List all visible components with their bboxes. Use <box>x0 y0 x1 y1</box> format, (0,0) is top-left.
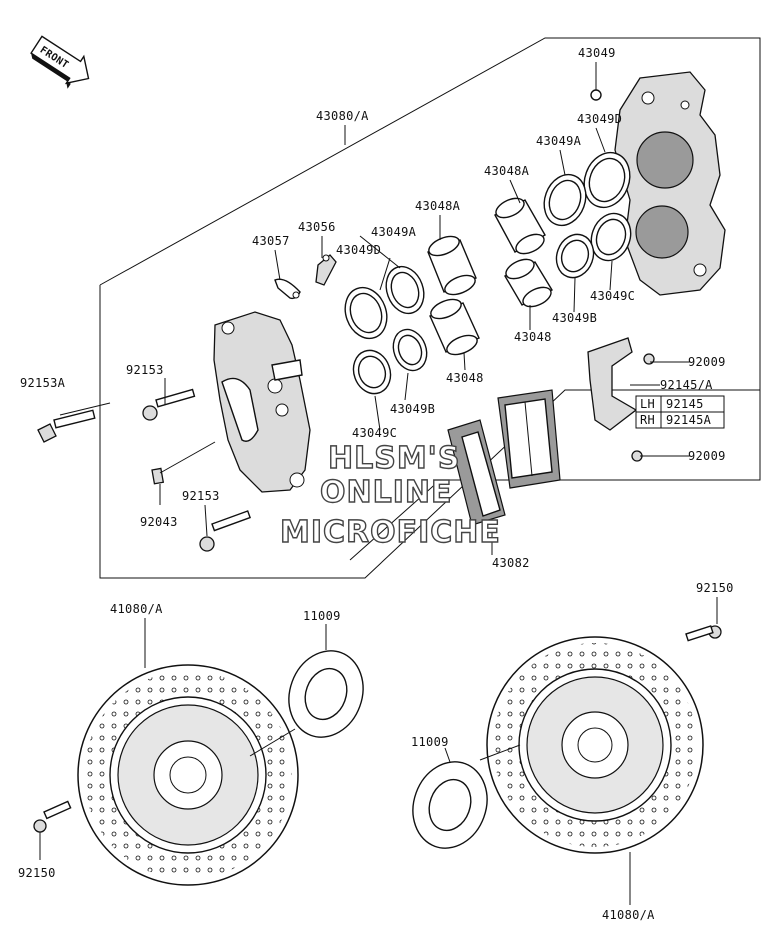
disc-spacer-left <box>288 650 364 738</box>
bolt-92153-lower <box>199 510 251 552</box>
caliper-right-half <box>614 71 726 296</box>
label-43049C-left: 43049C <box>352 426 397 440</box>
pin-92043 <box>151 441 216 485</box>
label-43048-right: 43048 <box>514 330 552 344</box>
label-43048A-left: 43048A <box>415 199 461 213</box>
caliper-left-half <box>213 311 311 493</box>
bleeder-valve <box>274 254 337 300</box>
label-43049-top: 43049 <box>578 46 616 60</box>
seals-right <box>543 89 632 279</box>
front-arrow-icon: FRONT <box>30 35 90 89</box>
label-92153-lower: 92153 <box>182 489 220 503</box>
disc-spacer-right <box>412 761 488 849</box>
label-43057: 43057 <box>252 234 290 248</box>
seals-left <box>344 265 428 395</box>
label-92150-left: 92150 <box>18 866 56 880</box>
brake-pads <box>447 389 561 526</box>
leader-lines <box>39 62 718 905</box>
watermark: HLSM'S ONLINE MICROFICHE <box>279 440 501 550</box>
pistons-left <box>427 235 480 356</box>
label-43049D-right: 43049D <box>577 112 622 126</box>
pistons-right <box>494 197 553 308</box>
label-43049A-right: 43049A <box>536 134 582 148</box>
table-row-rh-part: 92145A <box>666 413 712 427</box>
label-92043: 92043 <box>140 515 178 529</box>
label-43048-left: 43048 <box>446 371 484 385</box>
watermark-line3: MICROFICHE <box>280 515 501 550</box>
table-row-lh-side: LH <box>640 397 655 411</box>
watermark-line2: ONLINE <box>320 475 453 510</box>
bolt-92150-right <box>685 625 722 642</box>
label-11009-right: 11009 <box>411 735 449 749</box>
label-43049B-left: 43049B <box>390 402 435 416</box>
label-43049B-right: 43049B <box>552 311 597 325</box>
brake-disc-left <box>77 664 299 886</box>
label-43080A: 43080/A <box>316 109 369 123</box>
label-92145A: 92145/A <box>660 378 713 392</box>
bolt-92150-left <box>33 800 72 833</box>
bolt-92153-upper <box>142 388 196 421</box>
label-43049D-left: 43049D <box>336 243 381 257</box>
label-11009-left: 11009 <box>303 609 341 623</box>
part-labels: 43049 43080/A 43049D 43049A 43048A 43048… <box>18 46 734 922</box>
label-43082: 43082 <box>492 556 530 570</box>
label-92009-top: 92009 <box>688 355 726 369</box>
label-43049C-right: 43049C <box>590 289 635 303</box>
label-43049A-left: 43049A <box>371 225 417 239</box>
side-part-table: LH 92145 RH 92145A <box>635 395 725 429</box>
table-row-lh-part: 92145 <box>666 397 704 411</box>
label-43048A-right: 43048A <box>484 164 530 178</box>
brake-disc-right <box>486 636 704 854</box>
label-92150-right: 92150 <box>696 581 734 595</box>
label-92153-upper: 92153 <box>126 363 164 377</box>
label-92009-bottom: 92009 <box>688 449 726 463</box>
label-92153A: 92153A <box>20 376 66 390</box>
caliper-assembly-frame <box>99 37 761 579</box>
bolt-92153A <box>37 409 96 443</box>
watermark-line1: HLSM'S <box>328 441 460 476</box>
label-43056: 43056 <box>298 220 336 234</box>
label-41080A-left: 41080/A <box>110 602 163 616</box>
pad-spring-bracket <box>587 337 655 462</box>
label-41080A-right: 41080/A <box>602 908 655 922</box>
table-row-rh-side: RH <box>640 413 655 427</box>
